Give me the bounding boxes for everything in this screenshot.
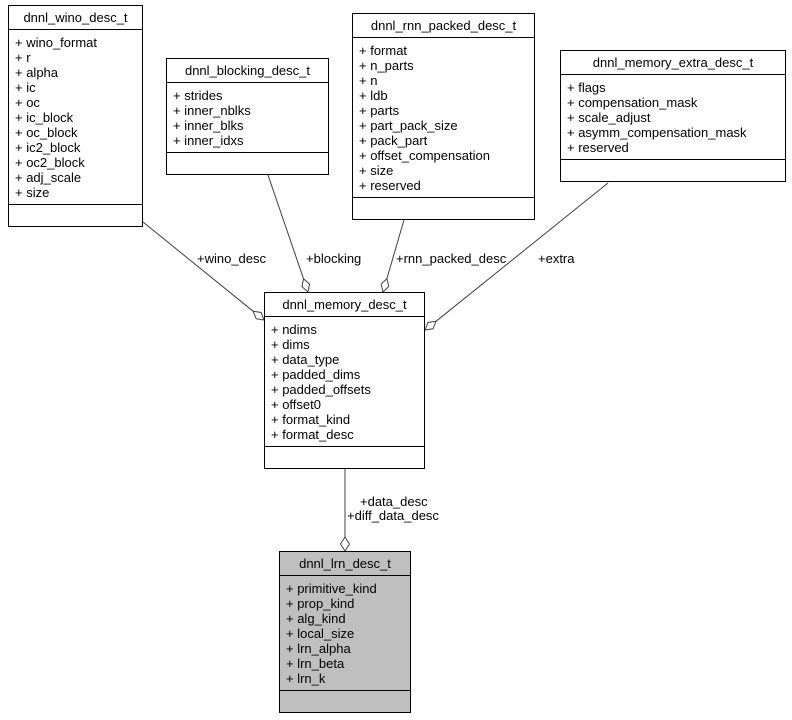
class-field: + alpha	[15, 65, 59, 80]
class-dnnl-wino-desc-t[interactable]: dnnl_wino_desc_t + wino_format + r + alp…	[8, 5, 143, 227]
class-title: dnnl_rnn_packed_desc_t	[353, 14, 534, 38]
class-field: + strides	[173, 88, 223, 103]
class-title: dnnl_lrn_desc_t	[280, 552, 410, 576]
class-title: dnnl_memory_extra_desc_t	[561, 51, 785, 75]
class-field: + ldb	[359, 88, 388, 103]
class-field: + format_desc	[271, 427, 354, 442]
aggregation-diamond	[380, 277, 390, 293]
class-fields: + strides + inner_nblks + inner_blks + i…	[167, 83, 328, 152]
class-field: + padded_offsets	[271, 382, 371, 397]
class-field: + dims	[271, 337, 310, 352]
class-field: + n_parts	[359, 58, 414, 73]
edge-label-extra: +extra	[538, 251, 575, 266]
class-field: + reserved	[359, 178, 421, 193]
class-fields: + wino_format + r + alpha + ic + oc + ic…	[9, 30, 142, 204]
class-field: + format_kind	[271, 412, 351, 427]
class-field: + ndims	[271, 322, 317, 337]
edge-label-rnn-packed-desc: +rnn_packed_desc	[396, 251, 507, 266]
edge-label-wino-desc: +wino_desc	[197, 251, 267, 266]
class-field: + lrn_beta	[286, 656, 345, 671]
class-methods-compartment	[167, 152, 328, 174]
class-field: + reserved	[567, 140, 629, 155]
edge-wino-desc	[142, 221, 254, 312]
class-dnnl-rnn-packed-desc-t[interactable]: dnnl_rnn_packed_desc_t + format + n_part…	[352, 13, 535, 220]
class-field: + oc_block	[15, 125, 78, 140]
class-field: + part_pack_size	[359, 118, 458, 133]
class-field: + scale_adjust	[567, 110, 651, 125]
class-field: + size	[359, 163, 394, 178]
class-field: + padded_dims	[271, 367, 361, 382]
class-title: dnnl_memory_desc_t	[265, 293, 424, 317]
aggregation-diamond	[252, 310, 265, 321]
aggregation-diamond	[339, 536, 351, 552]
class-field: + primitive_kind	[286, 581, 377, 596]
class-field: + inner_idxs	[173, 133, 244, 148]
class-dnnl-blocking-desc-t[interactable]: dnnl_blocking_desc_t + strides + inner_n…	[166, 58, 329, 175]
class-dnnl-lrn-desc-t: dnnl_lrn_desc_t + primitive_kind + prop_…	[279, 551, 411, 713]
class-field: + wino_format	[15, 35, 98, 50]
class-field: + offset_compensation	[359, 148, 490, 163]
class-title: dnnl_blocking_desc_t	[167, 59, 328, 83]
class-field: + oc	[15, 95, 40, 110]
class-field: + compensation_mask	[567, 95, 698, 110]
class-field: + inner_blks	[173, 118, 244, 133]
class-fields: + format + n_parts + n + ldb + parts + p…	[353, 38, 534, 197]
edge-label-diff-data-desc: +diff_data_desc	[347, 508, 439, 523]
class-field: + size	[15, 185, 50, 200]
class-field: + parts	[359, 103, 400, 118]
edge-label-data-desc: +data_desc	[360, 494, 428, 509]
class-field: + ic2_block	[15, 140, 81, 155]
class-methods-compartment	[265, 446, 424, 468]
class-field: + asymm_compensation_mask	[567, 125, 747, 140]
class-field: + offset0	[271, 397, 321, 412]
edge-rnn-packed-desc	[386, 219, 405, 279]
class-field: + lrn_alpha	[286, 641, 351, 656]
class-field: + lrn_k	[286, 671, 326, 686]
class-methods-compartment	[561, 159, 785, 181]
class-fields: + flags + compensation_mask + scale_adju…	[561, 75, 785, 159]
edge-blocking	[267, 174, 304, 279]
class-field: + data_type	[271, 352, 340, 367]
class-field: + ic_block	[15, 110, 74, 125]
class-field: + inner_nblks	[173, 103, 251, 118]
class-dnnl-memory-extra-desc-t[interactable]: dnnl_memory_extra_desc_t + flags + compe…	[560, 50, 786, 182]
class-field: + oc2_block	[15, 155, 85, 170]
aggregation-diamond	[301, 277, 311, 293]
class-methods-compartment	[9, 204, 142, 226]
class-field: + pack_part	[359, 133, 428, 148]
class-field: + r	[15, 50, 31, 65]
class-dnnl-memory-desc-t[interactable]: dnnl_memory_desc_t + ndims + dims + data…	[264, 292, 425, 469]
class-field: + flags	[567, 80, 606, 95]
class-methods-compartment	[280, 690, 410, 712]
class-field: + adj_scale	[15, 170, 82, 185]
class-field: + local_size	[286, 626, 355, 641]
class-field: + format	[359, 43, 408, 58]
class-field: + n	[359, 73, 378, 88]
class-fields: + primitive_kind + prop_kind + alg_kind …	[280, 576, 410, 690]
class-field: + ic	[15, 80, 36, 95]
class-field: + prop_kind	[286, 596, 355, 611]
class-fields: + ndims + dims + data_type + padded_dims…	[265, 317, 424, 446]
class-methods-compartment	[353, 197, 534, 219]
aggregation-diamond	[424, 320, 437, 331]
class-field: + alg_kind	[286, 611, 346, 626]
edge-label-blocking: +blocking	[306, 251, 362, 266]
class-title: dnnl_wino_desc_t	[9, 6, 142, 30]
